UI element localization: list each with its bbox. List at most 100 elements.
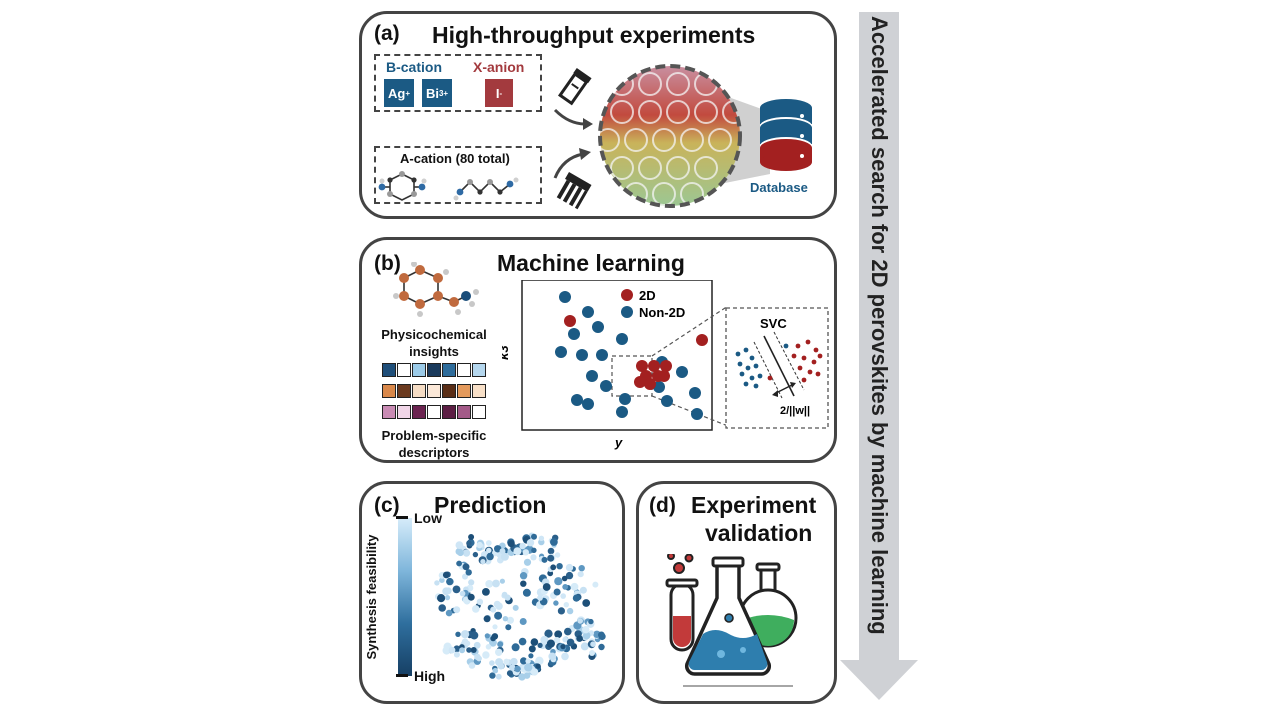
- scatter-point: [660, 360, 672, 372]
- panel-a-label: (a): [374, 22, 400, 45]
- prediction-point: [456, 560, 462, 567]
- prediction-point: [472, 605, 480, 613]
- prediction-point: [590, 641, 596, 647]
- prediction-point: [548, 652, 557, 661]
- dispenser-icons: [553, 67, 593, 210]
- panel-d: (d) Experiment validation: [636, 481, 837, 704]
- scatter-point: [648, 360, 660, 372]
- prediction-point: [550, 564, 557, 571]
- prediction-point: [579, 586, 587, 594]
- prediction-point: [483, 615, 491, 623]
- scatter-point: [634, 376, 646, 388]
- scatter-frame: [521, 280, 713, 431]
- prediction-point: [553, 600, 559, 606]
- prediction-point: [500, 552, 509, 561]
- prediction-point: [473, 641, 481, 649]
- prediction-point: [504, 594, 511, 601]
- panel-d-title-line2: validation: [705, 520, 813, 546]
- descriptor-cell: [457, 384, 471, 398]
- prediction-point: [489, 638, 497, 647]
- panel-a: (a) High-throughput experiments B-cation…: [359, 11, 837, 219]
- prediction-point: [472, 551, 479, 558]
- prediction-point: [577, 571, 584, 578]
- prediction-point: [522, 588, 531, 597]
- descriptor-cell: [382, 405, 396, 419]
- database-label: Database: [750, 180, 808, 195]
- prediction-point: [455, 631, 461, 637]
- scatter-point: [555, 346, 567, 358]
- prediction-point: [562, 636, 568, 643]
- prediction-point: [494, 611, 503, 620]
- prediction-point: [492, 667, 499, 674]
- panel-d-title-line1: Experiment: [691, 492, 817, 518]
- prediction-point: [459, 590, 466, 597]
- prediction-point: [553, 588, 561, 596]
- scatter-point: [564, 315, 576, 327]
- multi-pipette-icon: [556, 172, 592, 210]
- prediction-point: [598, 632, 606, 641]
- prediction-point: [530, 554, 537, 561]
- prediction-point: [453, 651, 460, 658]
- panel-b-title: Machine learning: [497, 250, 685, 276]
- prediction-point: [452, 585, 461, 594]
- scatter-point: [559, 291, 571, 303]
- descriptor-cell: [412, 384, 426, 398]
- colorbar-bottom-tick: [396, 674, 408, 677]
- panel-c-label: (c): [374, 494, 400, 517]
- panel-d-label: (d): [649, 494, 676, 517]
- prediction-point: [546, 639, 555, 648]
- descriptor-cell: [397, 405, 411, 419]
- prediction-point: [494, 545, 502, 553]
- prediction-point: [538, 535, 545, 541]
- prediction-point: [523, 558, 532, 566]
- panel-a-title: High-throughput experiments: [432, 22, 756, 48]
- prediction-point: [522, 549, 529, 556]
- prediction-point: [485, 644, 492, 650]
- prediction-point: [520, 580, 527, 587]
- prediction-point: [486, 547, 492, 554]
- prediction-point: [519, 542, 526, 550]
- scatter-point: [636, 360, 648, 372]
- scatter-point: [582, 306, 594, 318]
- prediction-point: [445, 609, 453, 617]
- prediction-point: [495, 648, 503, 656]
- prediction-point: [565, 571, 574, 580]
- prediction-point: [453, 606, 461, 614]
- colorbar-top-tick: [396, 516, 408, 519]
- descriptor-cell: [457, 363, 471, 377]
- prediction-point: [468, 662, 476, 669]
- prediction-point: [554, 552, 561, 558]
- descriptor-cell: [427, 405, 441, 419]
- prediction-point: [563, 602, 569, 608]
- prediction-point: [588, 618, 594, 625]
- scatter-ylabel: κ3: [502, 345, 511, 360]
- scatter-point: [596, 349, 608, 361]
- scatter-xlabel: y: [614, 435, 623, 450]
- scatter-point: [616, 406, 628, 418]
- prediction-point: [485, 540, 492, 546]
- i-ion-square: I-: [485, 79, 513, 107]
- a-cation-label: A-cation (80 total): [400, 151, 510, 166]
- prediction-point: [455, 541, 464, 549]
- colorbar: [398, 518, 412, 676]
- prediction-point: [466, 540, 472, 546]
- prediction-point: [503, 658, 510, 665]
- prediction-point: [455, 548, 463, 555]
- prediction-point: [564, 627, 572, 636]
- prediction-point: [535, 663, 541, 669]
- prediction-point: [480, 559, 486, 565]
- molecule-icon: [393, 262, 479, 317]
- prediction-point: [510, 657, 518, 666]
- prediction-point: [467, 593, 475, 601]
- descriptor-cell: [472, 363, 486, 377]
- prediction-point: [476, 541, 483, 549]
- prediction-point: [526, 539, 535, 547]
- prediction-point: [570, 582, 579, 591]
- ag-ion-square: Ag+: [384, 79, 414, 107]
- descriptor-cell: [472, 384, 486, 398]
- svc-inset: SVC 2/||w||: [725, 307, 829, 429]
- prediction-point: [434, 580, 440, 586]
- prediction-point: [514, 665, 521, 673]
- colorbar-axis-label: Synthesis feasibility: [364, 534, 379, 660]
